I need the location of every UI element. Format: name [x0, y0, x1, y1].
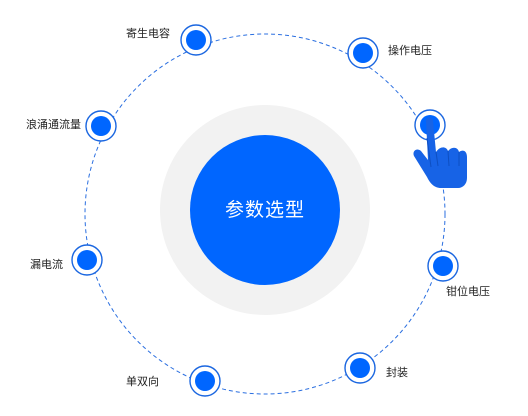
node-label-clamping-voltage: 钳位电压: [446, 285, 490, 298]
node-operating-voltage[interactable]: [347, 37, 379, 69]
node-unidirectional-bidirectional[interactable]: [189, 365, 221, 397]
pointing-hand-icon: [413, 117, 467, 188]
center-title: 参数选型: [224, 199, 305, 221]
node-label-operating-voltage: 操作电压: [388, 44, 432, 57]
node-leakage-current[interactable]: [71, 244, 103, 276]
node-label-unidirectional-bidirectional: 单双向: [126, 375, 159, 388]
node-parasitic-capacitance[interactable]: [180, 24, 212, 56]
node-label-package: 封装: [386, 366, 408, 379]
node-clamping-voltage[interactable]: [427, 250, 459, 282]
node-label-surge-current: 浪涌通流量: [26, 118, 81, 131]
node-package[interactable]: [344, 352, 376, 384]
node-label-leakage-current: 漏电流: [30, 258, 63, 271]
orbit-dashed-ring: [84, 33, 446, 395]
center-circle[interactable]: [190, 135, 340, 285]
node-surge-current[interactable]: [85, 110, 117, 142]
node-label-parasitic-capacitance: 寄生电容: [126, 27, 170, 40]
